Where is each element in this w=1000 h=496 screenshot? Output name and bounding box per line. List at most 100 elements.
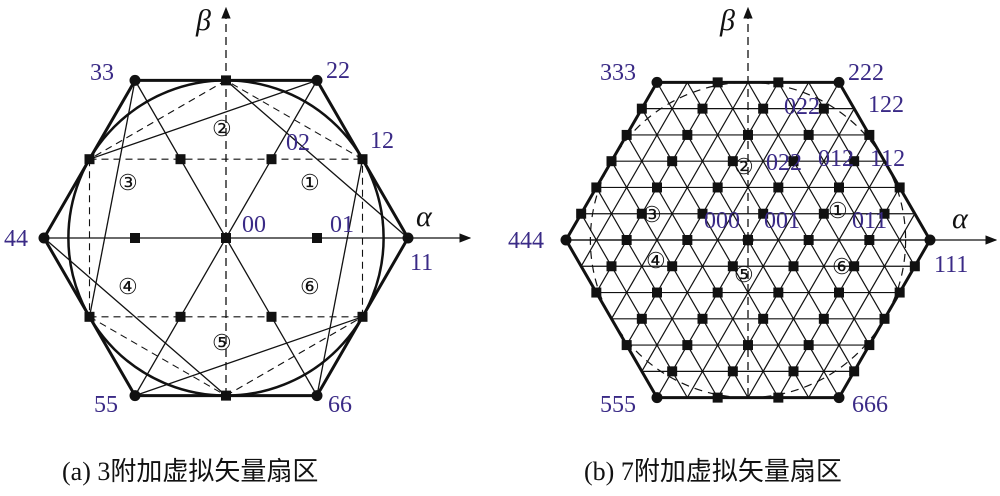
- panel-a-lattice-line: [134, 316, 363, 397]
- panel-a-lattice-line: [43, 237, 227, 397]
- panel-a-midpoint-marker: [84, 311, 95, 322]
- panel-a-beta-label: β: [195, 4, 211, 37]
- panel-b-sector-5: ⑤: [734, 262, 754, 287]
- panel-b-node-marker: [758, 313, 769, 324]
- panel-a-lattice-line: [316, 159, 364, 396]
- panel-b-label-022b: 022: [784, 94, 820, 120]
- panel-b-vertex-dot: [651, 392, 663, 404]
- panel-b-node-marker: [773, 182, 784, 193]
- panel-b-lattice-line: [747, 160, 886, 398]
- panel-b-label-011: 011: [852, 208, 887, 234]
- panel-b-sector-6: ⑥: [832, 254, 852, 279]
- panel-a-midpoint-marker: [84, 154, 95, 165]
- panel-b-node-marker: [621, 129, 632, 140]
- panel-b-node-marker: [682, 340, 693, 351]
- panel-b-label-111: 111: [934, 252, 968, 278]
- panel-b-node-marker: [636, 313, 647, 324]
- panel-b-node-marker: [758, 103, 769, 114]
- panel-b-vertex-dot: [833, 392, 845, 404]
- panel-b-node-marker: [849, 261, 860, 272]
- panel-a-inner-marker: [266, 154, 277, 165]
- panel-b-lattice-line: [808, 213, 916, 398]
- panel-a-label-12: 12: [370, 128, 394, 154]
- panel-a-sector-3: ③: [118, 170, 138, 195]
- panel-b-node-marker: [712, 182, 723, 193]
- panel-a-vertex-dot: [129, 390, 141, 402]
- panel-b-diagram: α β 111 222 333 444 555 666 000 001 011 …: [508, 4, 998, 486]
- panel-a-inner-marker: [175, 311, 186, 322]
- panel-b-caption: (b) 7附加虚拟矢量扇区: [584, 457, 842, 486]
- panel-b-label-555: 555: [600, 392, 636, 418]
- panel-b-node-marker: [879, 208, 890, 219]
- panel-b-label-022a: 022: [766, 150, 802, 176]
- panel-b-label-012: 012: [818, 146, 854, 172]
- panel-b-vertex-dot: [651, 76, 663, 88]
- panel-b-node-marker: [803, 340, 814, 351]
- panel-b-node-marker: [667, 366, 678, 377]
- panel-b-node-marker: [576, 208, 587, 219]
- panel-b-lattice-line: [686, 108, 855, 398]
- panel-b-node-marker: [773, 77, 784, 88]
- panel-b-node-marker: [894, 287, 905, 298]
- panel-a-lattice-line: [89, 79, 318, 160]
- panel-b-node-marker: [788, 366, 799, 377]
- panel-a-lattice-line: [361, 237, 409, 318]
- panel-b-node-marker: [834, 287, 844, 298]
- panel-b-node-marker: [682, 129, 693, 140]
- panel-b-node-marker: [727, 156, 738, 167]
- panel-a-lattice-line: [316, 80, 364, 160]
- panel-b-node-marker: [636, 208, 647, 219]
- panel-b-node-marker: [788, 261, 799, 272]
- panel-b-alpha-label: α: [952, 202, 969, 235]
- panel-a-label-66: 66: [328, 392, 352, 418]
- panel-a-midpoint-marker: [357, 154, 368, 165]
- panel-b-lattice-line: [610, 82, 749, 320]
- panel-a-label-02: 02: [286, 130, 310, 156]
- panel-a-label-55: 55: [94, 392, 118, 418]
- panel-b-node-marker: [712, 77, 723, 88]
- panel-a-sector-4: ④: [118, 274, 138, 299]
- panel-b-node-marker: [667, 156, 678, 167]
- panel-b-node-marker: [909, 261, 920, 272]
- panel-b-sector-3: ③: [642, 202, 662, 227]
- panel-b-sector-4: ④: [646, 248, 666, 273]
- panel-a-label-11: 11: [410, 250, 433, 276]
- panel-b-node-marker: [849, 366, 860, 377]
- panel-b-node-marker: [818, 313, 829, 324]
- panel-b-node-marker: [773, 287, 784, 298]
- panel-b-node-marker: [743, 340, 753, 351]
- panel-a-lattice-line: [88, 80, 136, 317]
- panel-b-node-marker: [636, 103, 647, 114]
- panel-b-node-marker: [773, 392, 784, 403]
- panel-b-label-112: 112: [870, 146, 905, 172]
- panel-b-node-marker: [697, 103, 708, 114]
- panel-b-beta-label: β: [719, 4, 735, 37]
- panel-b-label-000: 000: [704, 208, 740, 234]
- panel-b-label-444: 444: [508, 228, 544, 254]
- panel-a-lattice-line: [88, 316, 136, 396]
- panel-b-node-marker: [818, 103, 829, 114]
- panel-b-lattice-line: [747, 82, 886, 320]
- panel-b-label-001: 001: [764, 208, 800, 234]
- panel-b-node-marker: [621, 340, 632, 351]
- panel-b-node-marker: [591, 287, 602, 298]
- panel-b-node-marker: [879, 313, 890, 324]
- panel-b-lattice-line: [580, 82, 688, 267]
- panel-a-vertex-dot: [129, 74, 141, 86]
- panel-a-sector-1: ①: [300, 170, 320, 195]
- panel-b-node-marker: [652, 182, 662, 193]
- panel-b-label-222: 222: [848, 60, 884, 86]
- panel-b-label-333: 333: [600, 60, 636, 86]
- panel-b-node-marker: [727, 261, 738, 272]
- panel-b-node-marker: [788, 156, 799, 167]
- panel-b-lattice-line: [717, 82, 870, 346]
- panel-b-lattice-line: [610, 160, 749, 398]
- panel-a-alpha-label: α: [416, 200, 433, 233]
- panel-b-node-marker: [727, 366, 738, 377]
- panel-b-node-marker: [849, 156, 860, 167]
- panel-a-caption: (a) 3附加虚拟矢量扇区: [62, 457, 318, 486]
- panel-b-node-marker: [864, 129, 875, 140]
- panel-b-node-marker: [834, 182, 844, 193]
- panel-a-midpoint-marker: [357, 311, 368, 322]
- panel-b-node-marker: [758, 208, 769, 219]
